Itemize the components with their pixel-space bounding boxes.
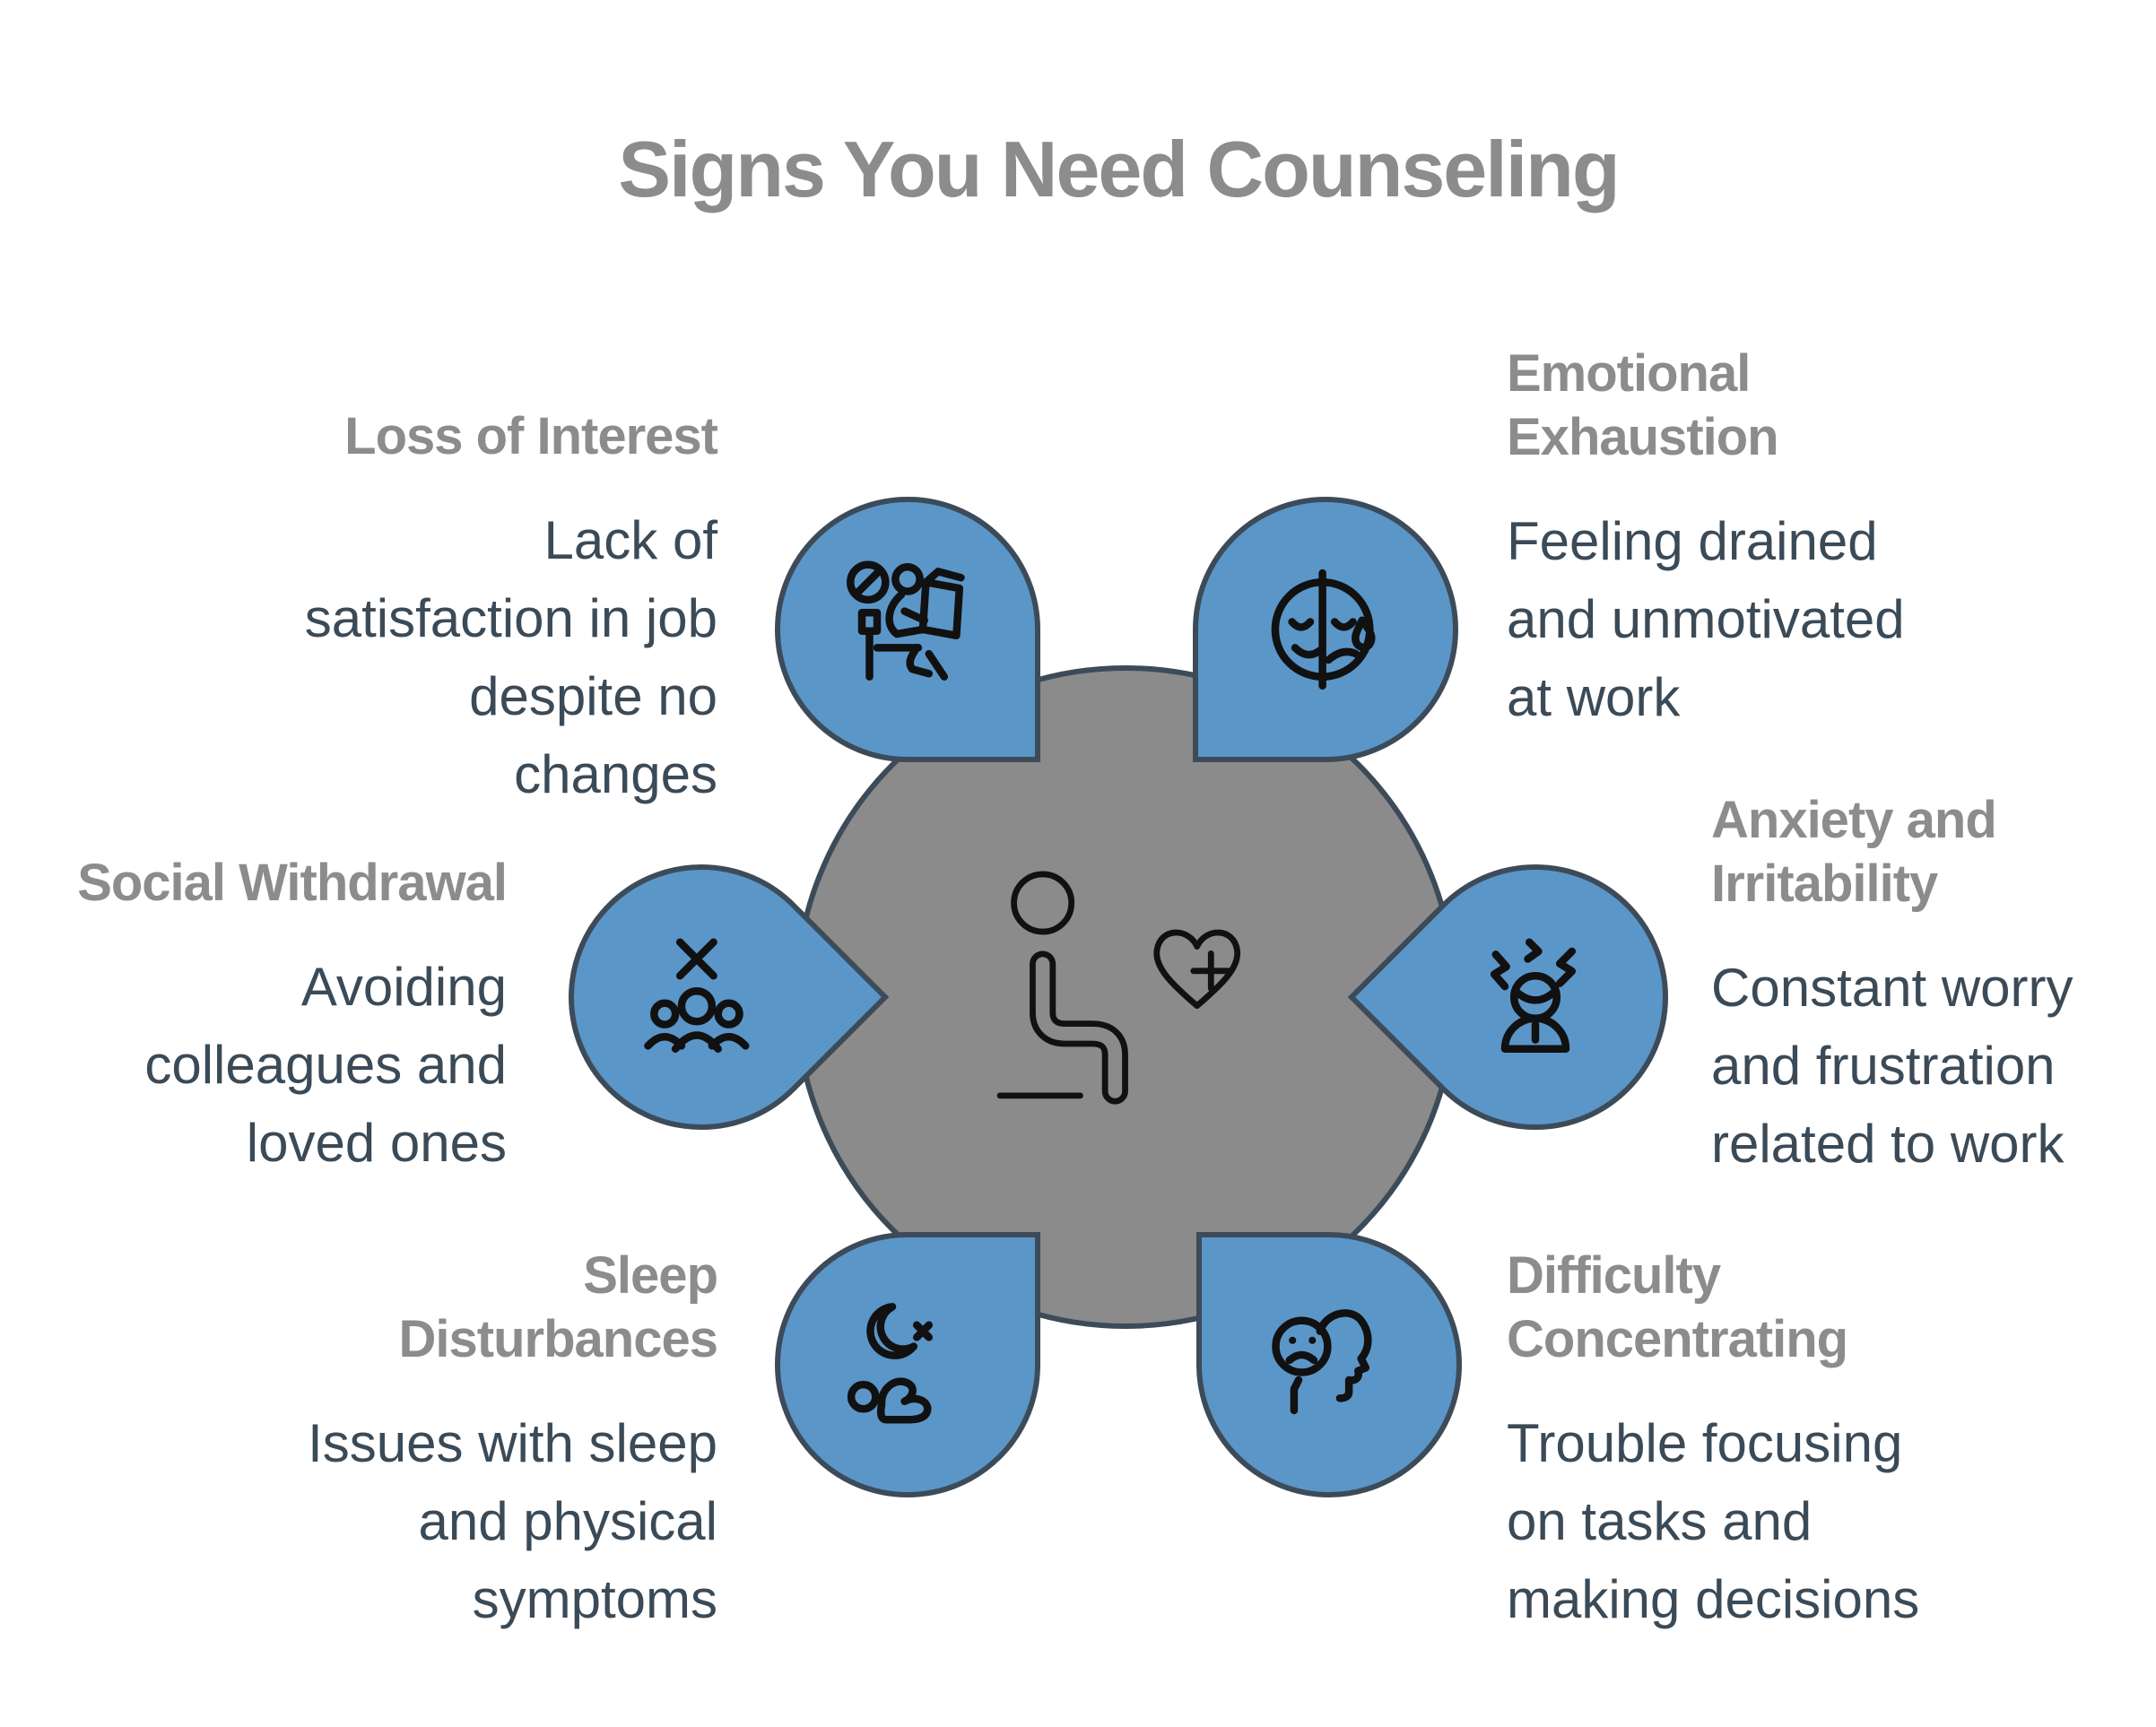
section-anxiety-irritability: Anxiety and Irritability Constant worry … — [1711, 789, 2156, 1183]
section-difficulty-concentrating: Difficulty Concentrating Trouble focusin… — [1507, 1245, 2134, 1638]
icon-wrap — [831, 1289, 984, 1441]
icon-wrap — [625, 921, 778, 1073]
page-title: Signs You Need Counseling — [618, 125, 1620, 213]
moon-sleeping-person-icon — [847, 1303, 934, 1424]
section-sleep-disturbances: Sleep Disturbances Issues with sleep and… — [90, 1245, 718, 1638]
section-loss-of-interest: Loss of Interest Lack of satisfaction in… — [90, 405, 718, 813]
petal-loss-of-interest — [775, 497, 1040, 762]
section-description: Trouble focusing on tasks and making dec… — [1507, 1412, 1920, 1629]
no-job-satisfaction-icon — [847, 560, 965, 681]
section-description: Avoiding colleagues and loved ones — [144, 956, 507, 1173]
section-heading: Loss of Interest — [344, 407, 718, 465]
icon-wrap — [1249, 553, 1402, 706]
section-emotional-exhaustion: Emotional Exhaustion Feeling drained and… — [1507, 343, 2099, 736]
section-description: Feeling drained and unmotivated at work — [1507, 510, 1905, 727]
section-heading: Emotional Exhaustion — [1507, 344, 1779, 466]
petal-sleep-disturbances — [775, 1232, 1040, 1497]
sad-face-head-profile-icon — [1272, 1309, 1372, 1415]
petal-anxiety-irritability — [1347, 809, 1724, 1185]
section-heading: Sleep Disturbances — [398, 1246, 718, 1368]
petal-emotional-exhaustion — [1193, 497, 1458, 762]
avoid-people-group-icon — [644, 938, 750, 1054]
section-description: Constant worry and frustration related t… — [1711, 957, 2073, 1174]
split-face-tear-icon — [1271, 568, 1376, 690]
center-circle — [794, 665, 1457, 1329]
section-heading: Social Withdrawal — [77, 854, 508, 912]
icon-wrap — [831, 553, 984, 706]
section-description: Issues with sleep and physical symptoms — [308, 1412, 717, 1629]
seated-person-heart-plus-icon — [996, 871, 1241, 1105]
petal-social-withdrawal — [513, 809, 890, 1185]
icon-wrap — [1459, 921, 1612, 1073]
icon-wrap — [1253, 1289, 1405, 1441]
section-heading: Difficulty Concentrating — [1507, 1246, 1848, 1368]
section-heading: Anxiety and Irritability — [1711, 791, 1997, 913]
section-description: Lack of satisfaction in job despite no c… — [304, 509, 717, 804]
petal-difficulty-concentrating — [1196, 1232, 1462, 1497]
section-social-withdrawal: Social Withdrawal Avoiding colleagues an… — [0, 852, 508, 1182]
stressed-person-icon — [1490, 938, 1577, 1054]
